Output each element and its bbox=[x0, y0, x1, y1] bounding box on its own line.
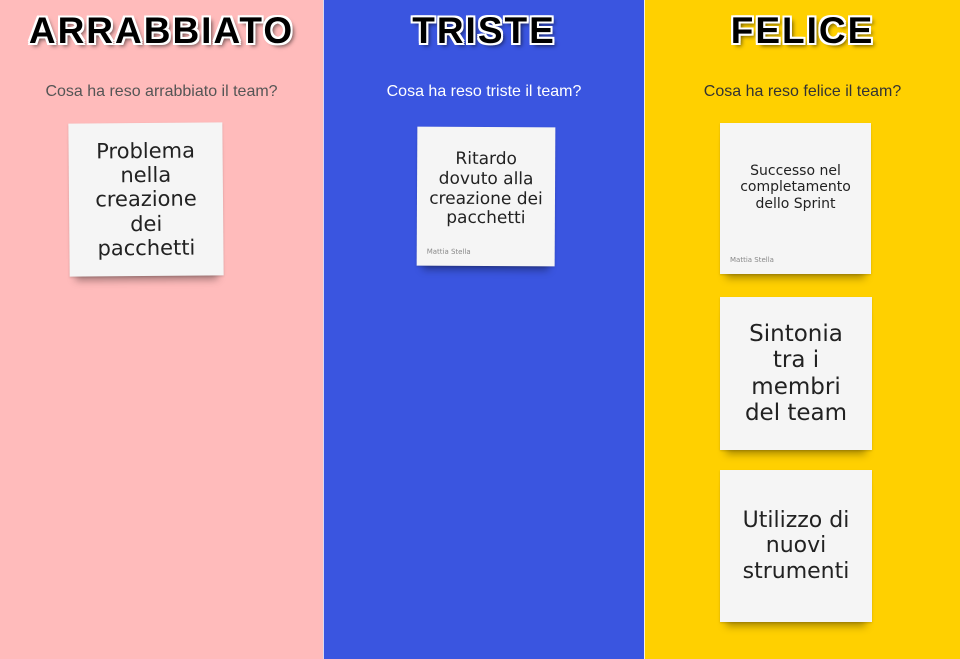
column-question: Cosa ha reso felice il team? bbox=[703, 83, 902, 100]
column-arrabbiato: ARRABBIATO Cosa ha reso arrabbiato il te… bbox=[0, 0, 323, 659]
sticky-note[interactable]: Ritardo dovuto alla creazione dei pacche… bbox=[416, 126, 556, 267]
column-question: Cosa ha reso triste il team? bbox=[386, 83, 582, 100]
column-title: FELICE bbox=[730, 10, 875, 51]
sticky-note[interactable]: Utilizzo di nuovi strumenti bbox=[720, 470, 872, 622]
column-triste: TRISTE Cosa ha reso triste il team? Rita… bbox=[323, 0, 644, 659]
sticky-note[interactable]: Sintonia tra i membri del team bbox=[720, 297, 872, 450]
sticky-note-text: Sintonia tra i membri del team bbox=[744, 320, 848, 426]
sticky-note-text: Problema nella creazione dei pacchetti bbox=[95, 138, 197, 261]
sticky-note-author: Mattia Stella bbox=[426, 247, 471, 256]
sticky-note-text: Successo nel completamento dello Sprint bbox=[740, 163, 851, 212]
sticky-note-text: Ritardo dovuto alla creazione dei pacche… bbox=[429, 149, 543, 229]
column-title: TRISTE bbox=[412, 10, 556, 51]
column-felice: FELICE Cosa ha reso felice il team? Succ… bbox=[644, 0, 960, 659]
sticky-note[interactable]: Successo nel completamento dello Sprint … bbox=[720, 123, 871, 274]
sticky-note-author: Mattia Stella bbox=[730, 256, 774, 264]
column-title: ARRABBIATO bbox=[28, 10, 295, 51]
sticky-note-text: Utilizzo di nuovi strumenti bbox=[742, 508, 850, 584]
sticky-note[interactable]: Problema nella creazione dei pacchetti bbox=[68, 122, 224, 277]
column-question: Cosa ha reso arrabbiato il team? bbox=[45, 83, 278, 100]
